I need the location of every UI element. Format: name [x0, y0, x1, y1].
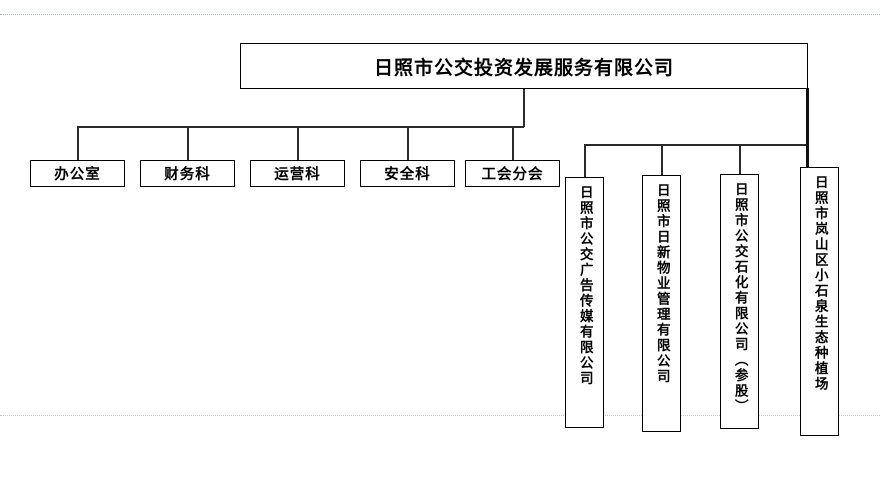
org-node-department-union[interactable]: 工会分会: [465, 160, 560, 187]
connector-root-stem: [523, 88, 525, 127]
org-node-root-label: 日照市公交投资发展服务有限公司: [373, 56, 674, 79]
connector-subsidiary-drop-3: [739, 144, 741, 174]
org-node-subsidiary-advertising-media[interactable]: 日照市公交广告传媒有限公司: [565, 177, 604, 428]
page-guide-line-top: [0, 14, 880, 15]
org-node-subsidiary-label: 日照市公交石化有限公司（参股）: [731, 182, 748, 415]
connector-dept-bus: [77, 126, 524, 128]
connector-dept-drop-4: [407, 126, 409, 160]
connector-dept-drop-5: [512, 126, 514, 160]
org-node-subsidiary-label: 日照市日新物业管理有限公司: [653, 183, 670, 385]
org-node-subsidiary-label: 日照市岚山区小石泉生态种植场: [811, 175, 828, 392]
connector-dept-drop-2: [187, 126, 189, 160]
connector-subsidiary-trunk: [806, 88, 809, 146]
org-node-department-operations[interactable]: 运营科: [250, 160, 345, 187]
connector-dept-drop-3: [297, 126, 299, 160]
org-node-subsidiary-property-management[interactable]: 日照市日新物业管理有限公司: [642, 175, 681, 432]
org-node-department-finance[interactable]: 财务科: [140, 160, 235, 187]
org-node-subsidiary-label: 日照市公交广告传媒有限公司: [576, 185, 593, 387]
org-node-department-office[interactable]: 办公室: [30, 160, 125, 187]
org-node-department-label: 运营科: [274, 167, 321, 183]
connector-subsidiary-drop-4: [806, 144, 809, 167]
org-node-department-label: 办公室: [54, 167, 101, 183]
connector-subsidiary-drop-1: [584, 144, 586, 177]
connector-dept-drop-1: [77, 126, 79, 160]
connector-subsidiary-drop-2: [661, 144, 663, 175]
org-node-subsidiary-petrochemical[interactable]: 日照市公交石化有限公司（参股）: [720, 174, 759, 429]
org-node-subsidiary-eco-plantation[interactable]: 日照市岚山区小石泉生态种植场: [800, 167, 839, 436]
org-node-root[interactable]: 日照市公交投资发展服务有限公司: [240, 43, 808, 89]
org-node-department-label: 财务科: [164, 167, 211, 183]
org-node-department-safety[interactable]: 安全科: [360, 160, 455, 187]
org-node-department-label: 工会分会: [481, 167, 544, 183]
page-guide-line-bottom: [0, 415, 880, 416]
connector-subsidiary-bus: [584, 144, 808, 146]
org-node-department-label: 安全科: [384, 167, 431, 183]
